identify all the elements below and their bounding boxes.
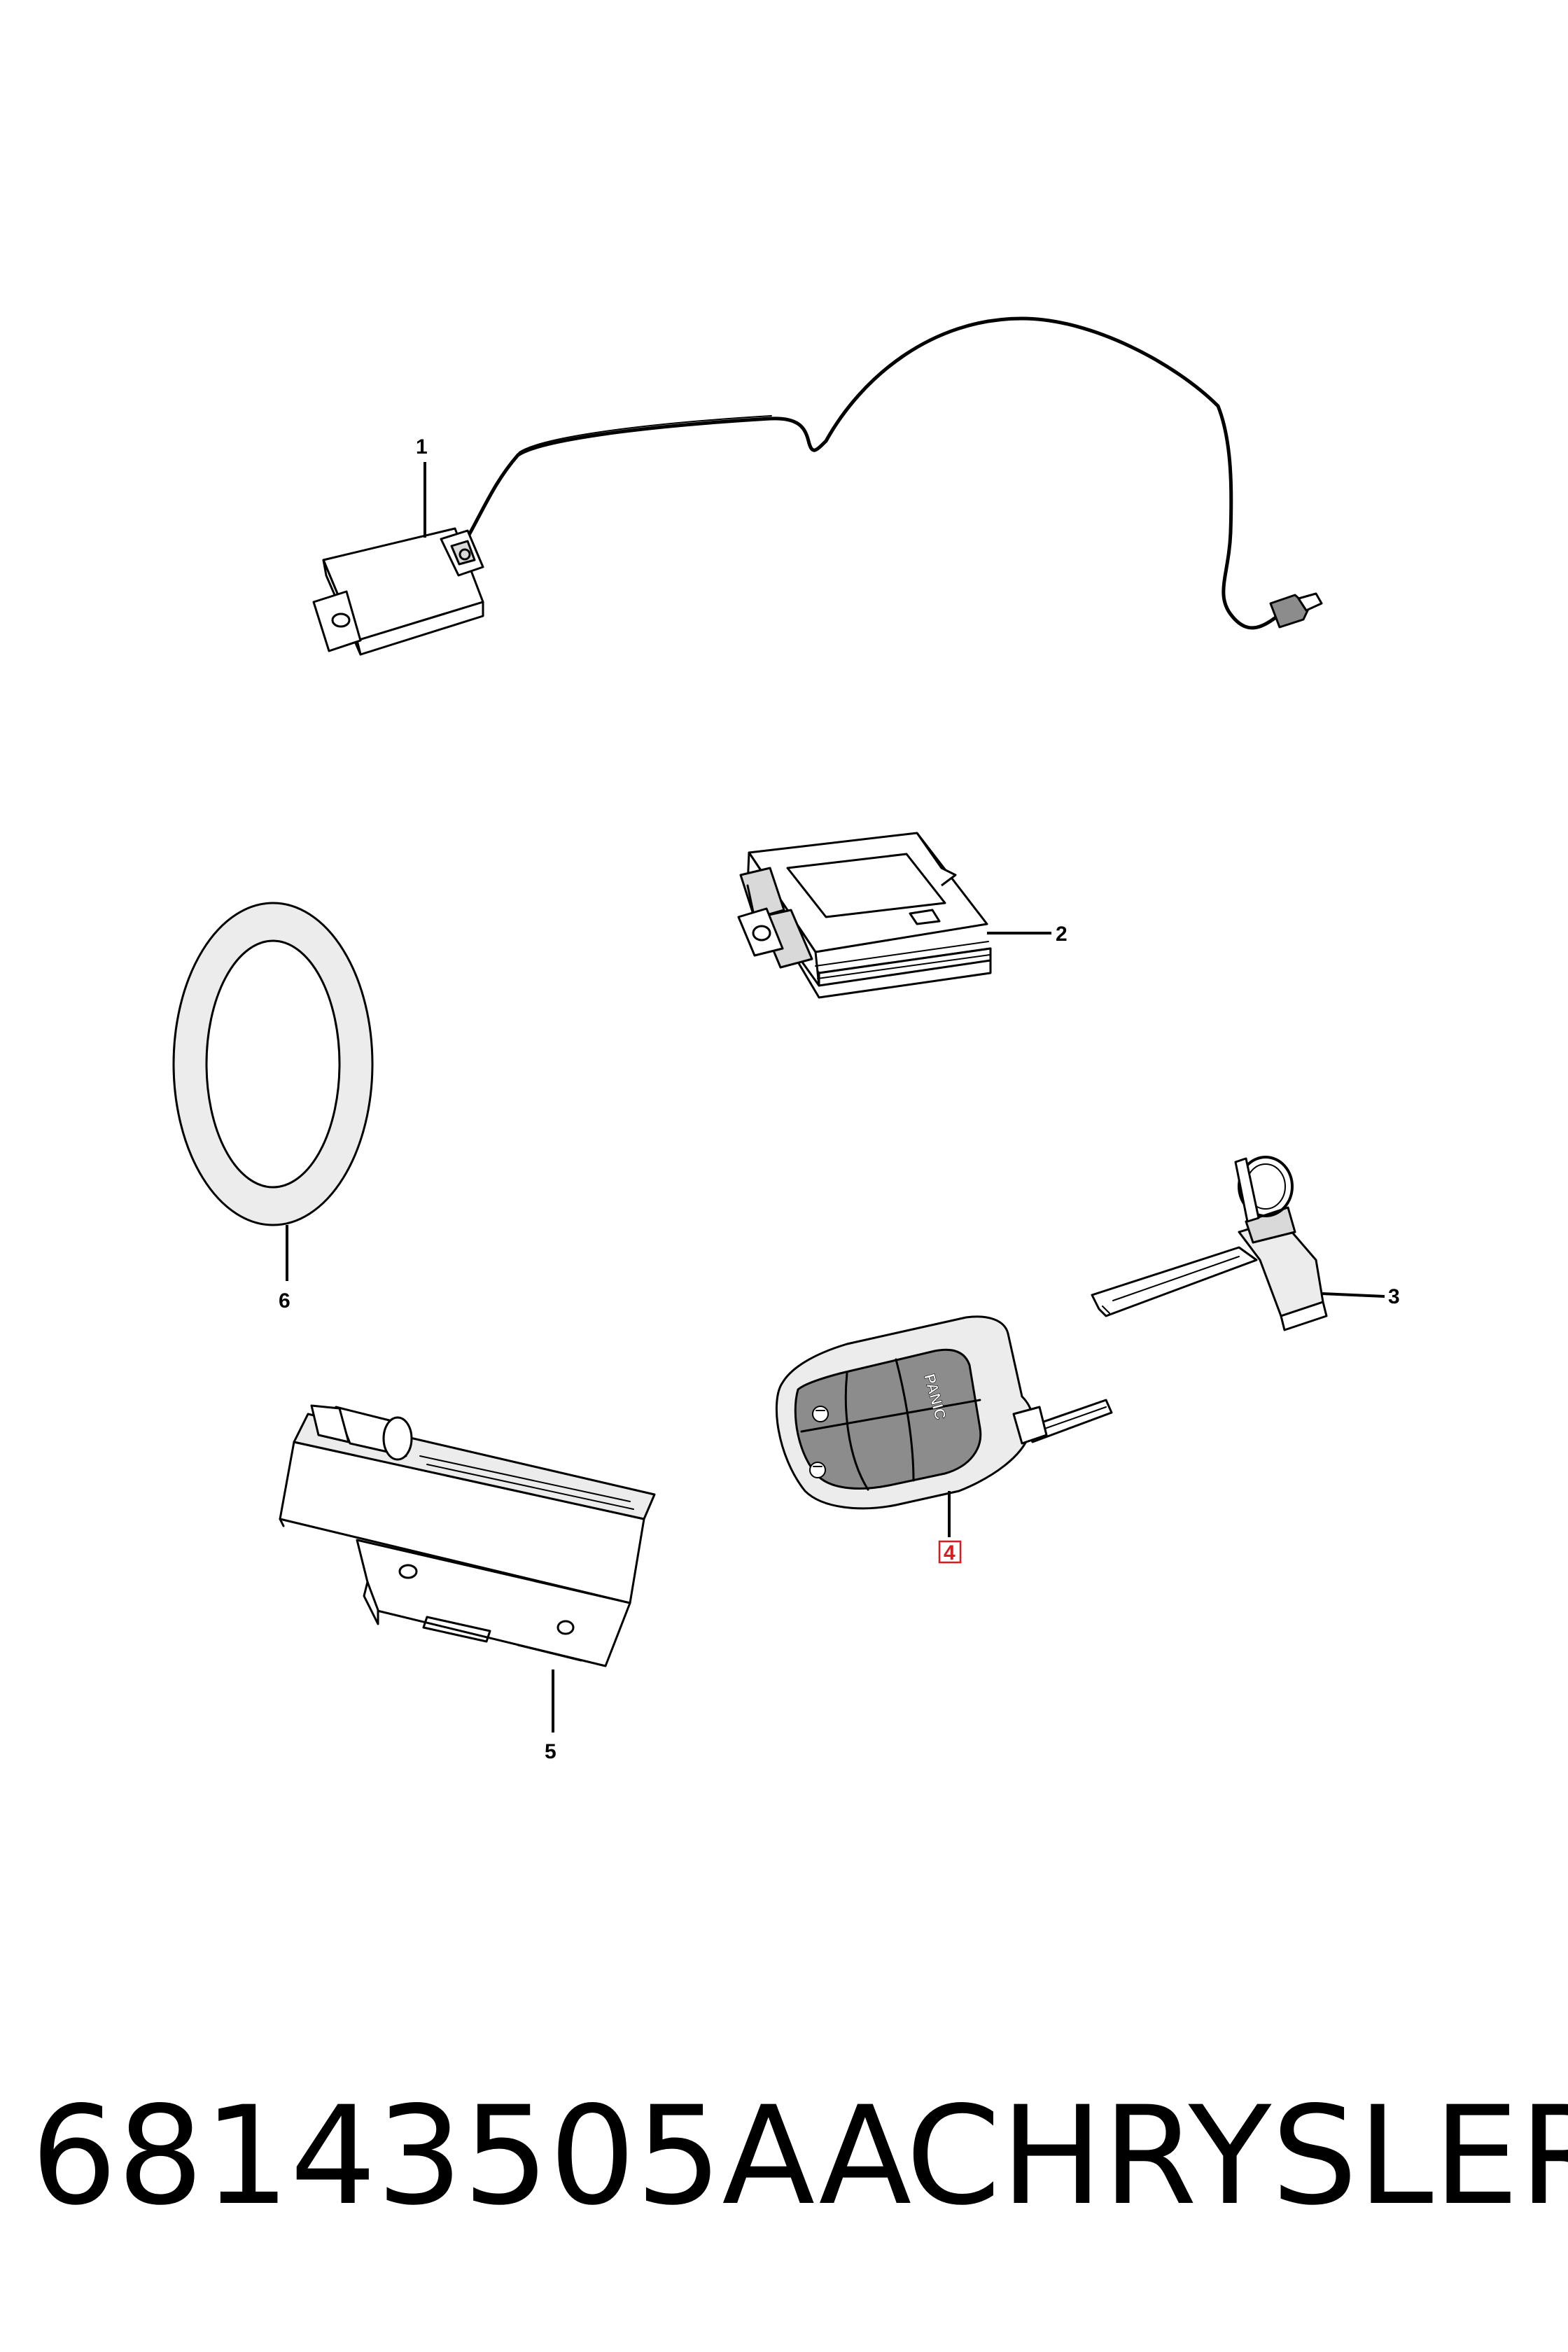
- part-2-control-module: 2: [737, 832, 1068, 999]
- callout-3: 3: [1388, 1285, 1400, 1308]
- part-6-ring-bezel: 6: [172, 902, 374, 1312]
- callout-4-highlight-box: [938, 1540, 962, 1564]
- part-4-key-fob: PANIC 4: [775, 1315, 1113, 1564]
- callout-2: 2: [1056, 923, 1068, 946]
- callout-1: 1: [416, 435, 428, 458]
- part-1-antenna-module: 1: [312, 316, 1323, 656]
- part-number-label: 68143505AA: [31, 2077, 912, 2235]
- part-3-emergency-key: 3: [1091, 1156, 1400, 1331]
- callout-4: 4: [944, 1541, 955, 1564]
- brand-label: CHRYSLER: [906, 2077, 1568, 2235]
- callout-6: 6: [279, 1289, 290, 1312]
- caption-bar: 68143505AA CHRYSLER: [0, 2072, 1568, 2240]
- callout-5: 5: [545, 1740, 556, 1763]
- part-5-bracket-housing: 5: [279, 1404, 656, 1763]
